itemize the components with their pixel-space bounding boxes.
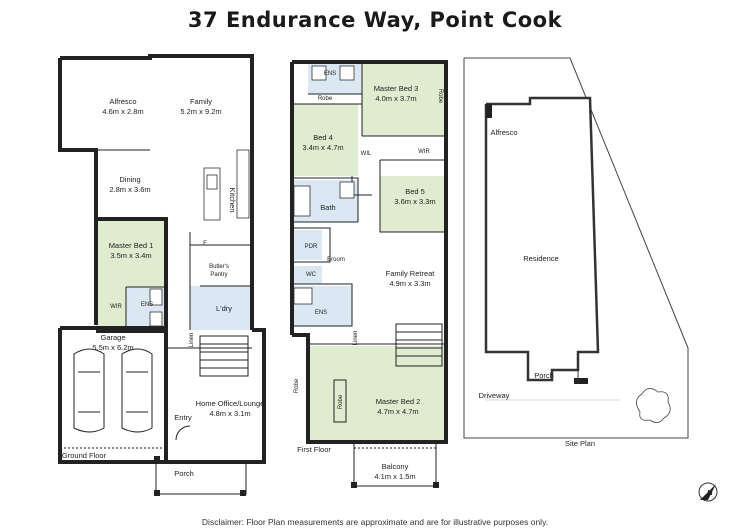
room-kitchen: Kitchen <box>228 187 237 212</box>
room-master-bed-1-size: 3.5m x 3.4m <box>110 251 151 260</box>
room-family: Family <box>190 97 212 106</box>
master-bed-2-fill <box>308 346 446 442</box>
room-bed-4: Bed 4 <box>313 133 333 142</box>
site-driveway: Driveway <box>479 391 510 400</box>
labels: Alfresco 4.6m x 2.8m Family 5.2m x 9.2m … <box>62 71 713 497</box>
room-ground-ens: ENS <box>141 302 153 308</box>
page-title: 37 Endurance Way, Point Cook <box>187 8 563 32</box>
pdr-fill <box>292 230 322 260</box>
wir-fill <box>96 287 126 331</box>
site-porch: Porch <box>534 371 554 380</box>
room-master-bed-2: Master Bed 2 <box>376 397 421 406</box>
room-ff-wir: WIR <box>418 149 430 155</box>
room-bath: Bath <box>320 203 335 212</box>
wc-fill <box>292 266 322 284</box>
first-floor-label: First Floor <box>297 445 331 454</box>
room-home-office: Home Office/Lounge <box>196 399 265 408</box>
room-alfresco: Alfresco <box>109 97 136 106</box>
ground-floor-label: Ground Floor <box>62 451 107 460</box>
room-porch: Porch <box>174 469 194 478</box>
room-butlers: Butler's <box>209 264 229 270</box>
room-ff-ens-2: ENS <box>315 310 327 316</box>
room-pdr: PDR <box>305 244 318 250</box>
room-family-retreat: Family Retreat <box>386 269 436 278</box>
room-wir: WIR <box>110 304 122 310</box>
room-bed-5-size: 3.6m x 3.3m <box>394 197 435 206</box>
room-alfresco-size: 4.6m x 2.8m <box>102 107 143 116</box>
room-butlers-pantry: Pantry <box>210 272 227 278</box>
site-alfresco: Alfresco <box>490 128 517 137</box>
room-ff-robe-1: Robe <box>318 96 333 102</box>
room-family-retreat-size: 4.9m x 3.3m <box>389 279 430 288</box>
room-ff-robe-2: Robe <box>437 89 443 104</box>
disclaimer-text: Disclaimer: Floor Plan measurements are … <box>201 517 549 527</box>
north-label: N <box>707 490 712 497</box>
ground-floor-plan <box>58 54 266 496</box>
site-plan <box>463 57 718 502</box>
room-ff-ens: ENS <box>324 71 336 77</box>
room-laundry: L'dry <box>216 304 232 313</box>
laundry-fill <box>190 286 252 330</box>
bed-5-fill <box>380 176 446 232</box>
room-master-bed-2-size: 4.7m x 4.7m <box>377 407 418 416</box>
site-plan-label: Site Plan <box>565 439 595 448</box>
room-fridge: F <box>203 241 207 247</box>
room-wc: WC <box>306 272 317 278</box>
room-broom: Broom <box>327 257 345 263</box>
room-wil: WIL <box>361 151 372 157</box>
first-floor-plan <box>290 60 448 488</box>
room-ground-linen: Linen <box>189 333 195 348</box>
room-balcony-size: 4.1m x 1.5m <box>374 472 415 481</box>
master-bed-3-fill <box>362 62 446 136</box>
master-bed-1-fill <box>96 219 166 287</box>
room-bed-4-size: 3.4m x 4.7m <box>302 143 343 152</box>
room-family-size: 5.2m x 9.2m <box>180 107 221 116</box>
room-dining: Dining <box>119 175 140 184</box>
room-garage: Garage <box>100 333 125 342</box>
site-residence: Residence <box>523 254 558 263</box>
room-master-bed-3-size: 4.0m x 3.7m <box>375 94 416 103</box>
room-home-office-size: 4.8m x 3.1m <box>209 409 250 418</box>
room-ff-robe-4: Robe <box>338 394 344 409</box>
room-dining-size: 2.8m x 3.6m <box>109 185 150 194</box>
room-master-bed-3: Master Bed 3 <box>374 84 419 93</box>
room-entry: Entry <box>174 413 192 422</box>
room-ff-robe-3: Robe <box>294 378 300 393</box>
room-master-bed-1: Master Bed 1 <box>109 241 154 250</box>
bed-4-fill <box>292 104 358 176</box>
room-balcony: Balcony <box>382 462 409 471</box>
room-ff-linen: Linen <box>353 331 359 346</box>
room-garage-size: 5.5m x 6.2m <box>92 343 133 352</box>
room-bed-5: Bed 5 <box>405 187 425 196</box>
